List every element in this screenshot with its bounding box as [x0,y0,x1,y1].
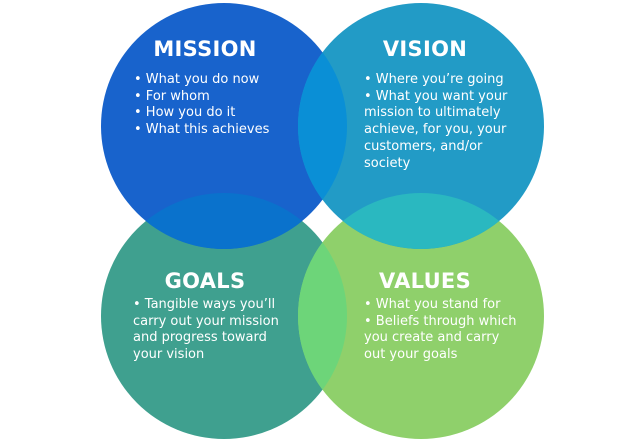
values-line: • What you stand for [364,297,501,312]
vision-line: customers, and/or [364,138,483,154]
vision-line: • Where you’re going [364,72,504,87]
mission-line: • For whom [134,88,210,104]
mission-list: • What you do now • For whom • How you d… [134,72,269,139]
goals-line: your vision [133,347,205,363]
goals-circle [101,193,347,439]
values-line: you create and carry [364,330,500,346]
vision-title: VISION [382,37,468,61]
vision-line: society [364,155,411,171]
vision-circle [298,3,544,249]
values-line: out your goals [364,347,458,363]
mission-line: • What this achieves [134,122,270,138]
mission-title: MISSION [153,37,257,61]
values-title: VALUES [378,269,472,293]
values-line: • Beliefs through which [364,313,517,329]
vision-line: mission to ultimately [364,105,501,121]
goals-line: and progress toward [133,330,267,346]
mission-line: • What you do now [134,72,260,87]
vision-line: achieve, for you, your [364,122,507,138]
goals-title: GOALS [164,269,246,293]
goals-line: • Tangible ways you’ll [133,297,276,312]
values-list: • What you stand for • Beliefs through w… [364,297,517,364]
vision-line: • What you want your [364,88,508,104]
mission-line: • How you do it [134,105,236,121]
mission-circle [101,3,347,249]
vision-list: • Where you’re going • What you want you… [364,72,507,172]
goals-line: carry out your mission [133,313,279,329]
values-circle [298,193,544,439]
goals-list: • Tangible ways you’ll carry out your mi… [133,297,279,364]
